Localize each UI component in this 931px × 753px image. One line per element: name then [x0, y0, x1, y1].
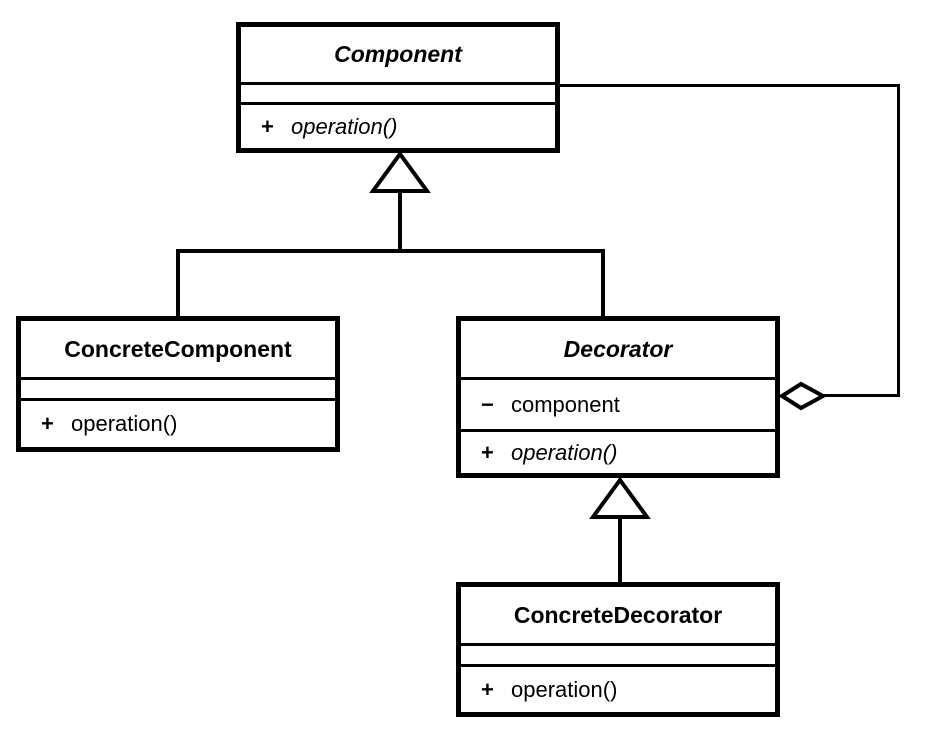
class-box-decorator[interactable]: Decorator − component + operation() [456, 316, 780, 478]
class-box-component[interactable]: Component + operation() [236, 22, 560, 153]
generalization-stem-concrete-decorator [618, 515, 622, 583]
concrete-decorator-operations-compartment: + operation() [461, 664, 775, 712]
component-operation-label: operation() [291, 113, 398, 139]
decorator-operation-label: operation() [511, 439, 618, 465]
concrete-component-operation-row[interactable]: + operation() [21, 411, 177, 437]
class-box-concrete-component[interactable]: ConcreteComponent + operation() [16, 316, 340, 452]
concrete-component-operation-visibility: + [41, 411, 54, 436]
concrete-decorator-name-compartment: ConcreteDecorator [461, 587, 775, 643]
decorator-operation-row[interactable]: + operation() [461, 440, 617, 466]
generalization-drop-decorator [601, 249, 605, 317]
component-operation-visibility: + [261, 113, 274, 139]
component-operations-compartment: + operation() [241, 102, 555, 148]
aggregation-line-to-component [557, 84, 900, 87]
component-name-compartment: Component [241, 27, 555, 82]
decorator-attribute-label: component [511, 391, 620, 417]
component-attributes-compartment [241, 82, 555, 102]
decorator-operation-visibility: + [481, 439, 494, 465]
concrete-decorator-class-name: ConcreteDecorator [513, 601, 723, 628]
class-box-concrete-decorator[interactable]: ConcreteDecorator + operation() [456, 582, 780, 717]
concrete-decorator-operation-row[interactable]: + operation() [461, 677, 617, 703]
aggregation-line-vertical [897, 84, 900, 397]
aggregation-line-horizontal [821, 394, 900, 397]
decorator-operations-compartment: + operation() [461, 429, 775, 473]
concrete-component-operation-label: operation() [71, 411, 178, 436]
concrete-component-name-compartment: ConcreteComponent [21, 321, 335, 377]
concrete-component-attributes-compartment [21, 377, 335, 398]
decorator-attribute-visibility: − [481, 391, 494, 417]
decorator-class-name: Decorator [563, 335, 673, 362]
concrete-decorator-operation-label: operation() [511, 676, 618, 702]
concrete-decorator-attributes-compartment [461, 643, 775, 664]
concrete-component-class-name: ConcreteComponent [64, 335, 292, 362]
concrete-component-operations-compartment: + operation() [21, 398, 335, 447]
generalization-drop-concrete-component [176, 249, 180, 317]
generalization-branch-bar [176, 249, 605, 253]
decorator-attributes-compartment: − component [461, 377, 775, 429]
decorator-name-compartment: Decorator [461, 321, 775, 377]
decorator-attribute-row[interactable]: − component [461, 392, 620, 418]
concrete-decorator-operation-visibility: + [481, 676, 494, 702]
generalization-stem-component [398, 189, 402, 252]
component-class-name: Component [334, 41, 462, 67]
component-operation-row[interactable]: + operation() [241, 114, 397, 140]
